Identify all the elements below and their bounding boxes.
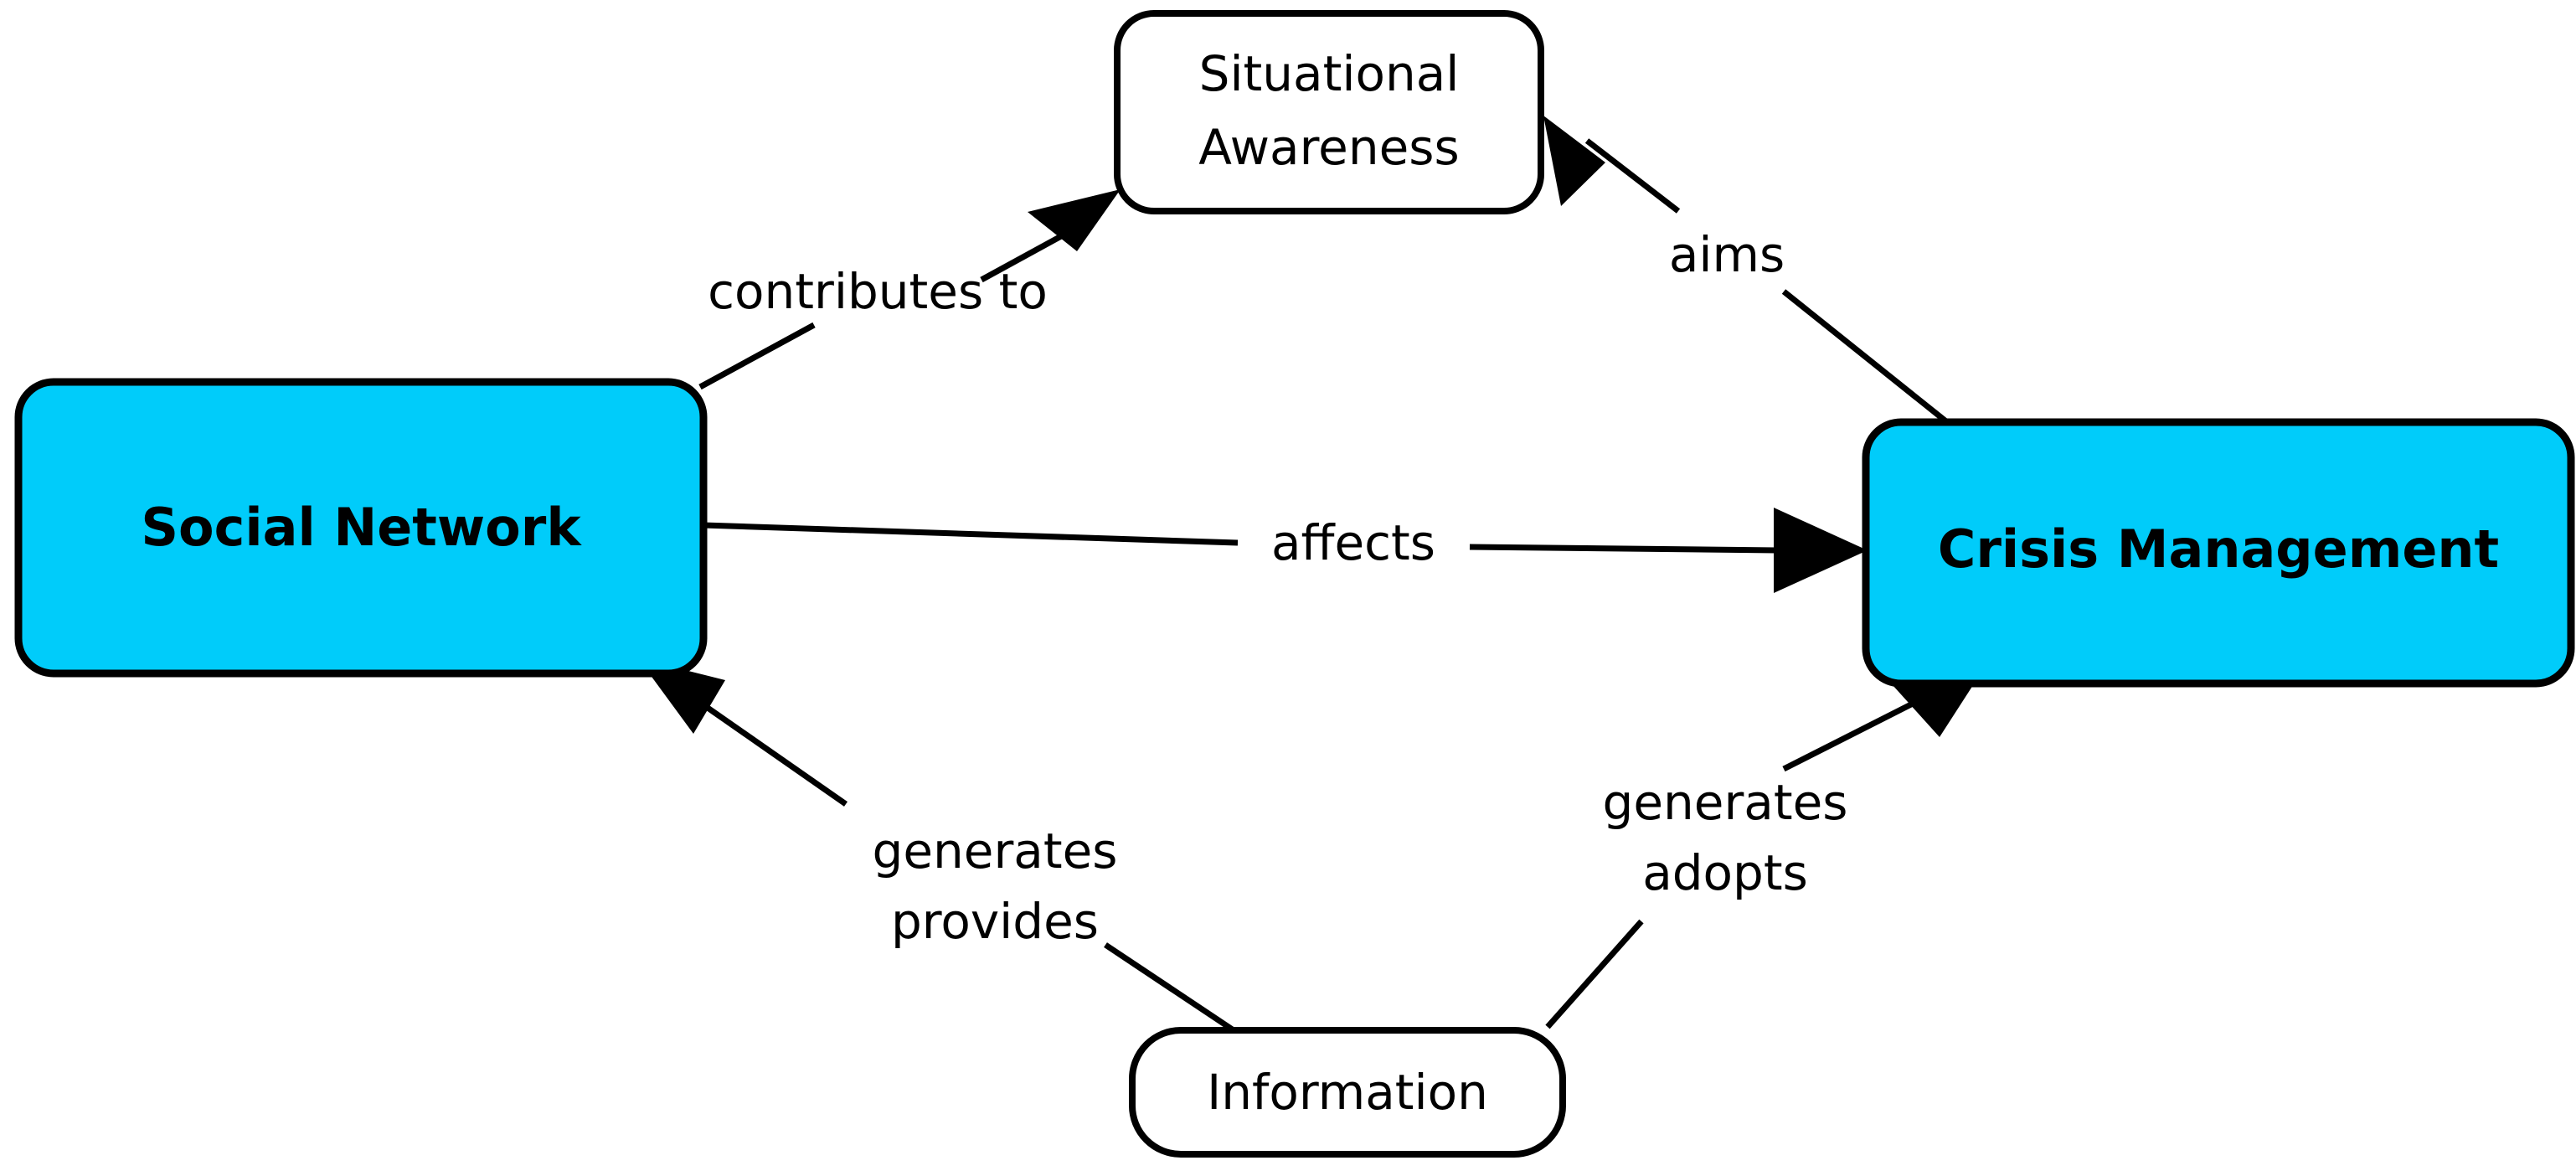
edge-generates-provides[interactable]: generates provides	[638, 658, 1238, 1034]
node-crisis-management[interactable]: Crisis Management	[1862, 418, 2575, 688]
node-crisis-management-shape	[1862, 418, 2575, 688]
edge-aims[interactable]: aims	[1543, 116, 1954, 428]
edge-contributes-to[interactable]: contributes to	[698, 189, 1121, 390]
node-information[interactable]: Information	[1129, 1027, 1566, 1158]
edge-generates-adopts-segment-upper	[1782, 699, 1918, 772]
edge-generates-adopts-label-line1: generates	[1603, 774, 1848, 831]
edge-affects[interactable]: affects	[703, 508, 1868, 593]
edge-affects-label: affects	[1271, 514, 1435, 571]
edge-generates-adopts[interactable]: generates adopts	[1545, 685, 1973, 1029]
node-social-network-label: Social Network	[141, 497, 582, 558]
edge-contributes-to-segment-lower	[698, 322, 816, 390]
node-situational-awareness[interactable]: Situational Awareness	[1114, 10, 1544, 214]
node-situational-awareness-label-line1: Situational	[1199, 45, 1460, 102]
edge-contributes-to-label: contributes to	[708, 263, 1048, 320]
node-information-label: Information	[1207, 1064, 1488, 1121]
node-social-network[interactable]: Social Network	[14, 378, 708, 678]
node-social-network-shape	[14, 378, 708, 678]
edge-aims-segment-upper	[1584, 138, 1681, 214]
edge-aims-label: aims	[1669, 226, 1785, 283]
node-situational-awareness-shape	[1114, 10, 1544, 214]
edge-aims-arrowhead	[1543, 116, 1605, 206]
edge-contributes-to-arrowhead	[1028, 189, 1121, 251]
edge-affects-segment-right	[1469, 544, 1778, 554]
edge-generates-adopts-label-line2: adopts	[1642, 844, 1808, 901]
edge-affects-segment-left	[703, 522, 1239, 546]
edge-affects-arrowhead	[1774, 508, 1868, 593]
edge-aims-segment-lower	[1781, 289, 1954, 428]
edge-generates-provides-label-line1: generates	[873, 823, 1118, 879]
node-information-shape	[1129, 1027, 1566, 1158]
edge-generates-adopts-arrowhead	[1893, 685, 1973, 737]
node-situational-awareness-label-line2: Awareness	[1198, 119, 1459, 176]
edge-generates-provides-label-line2: provides	[891, 893, 1099, 950]
edge-generates-provides-segment-lower	[1104, 942, 1238, 1034]
node-crisis-management-label: Crisis Management	[1938, 518, 2499, 580]
edge-generates-adopts-segment-lower	[1545, 919, 1644, 1029]
